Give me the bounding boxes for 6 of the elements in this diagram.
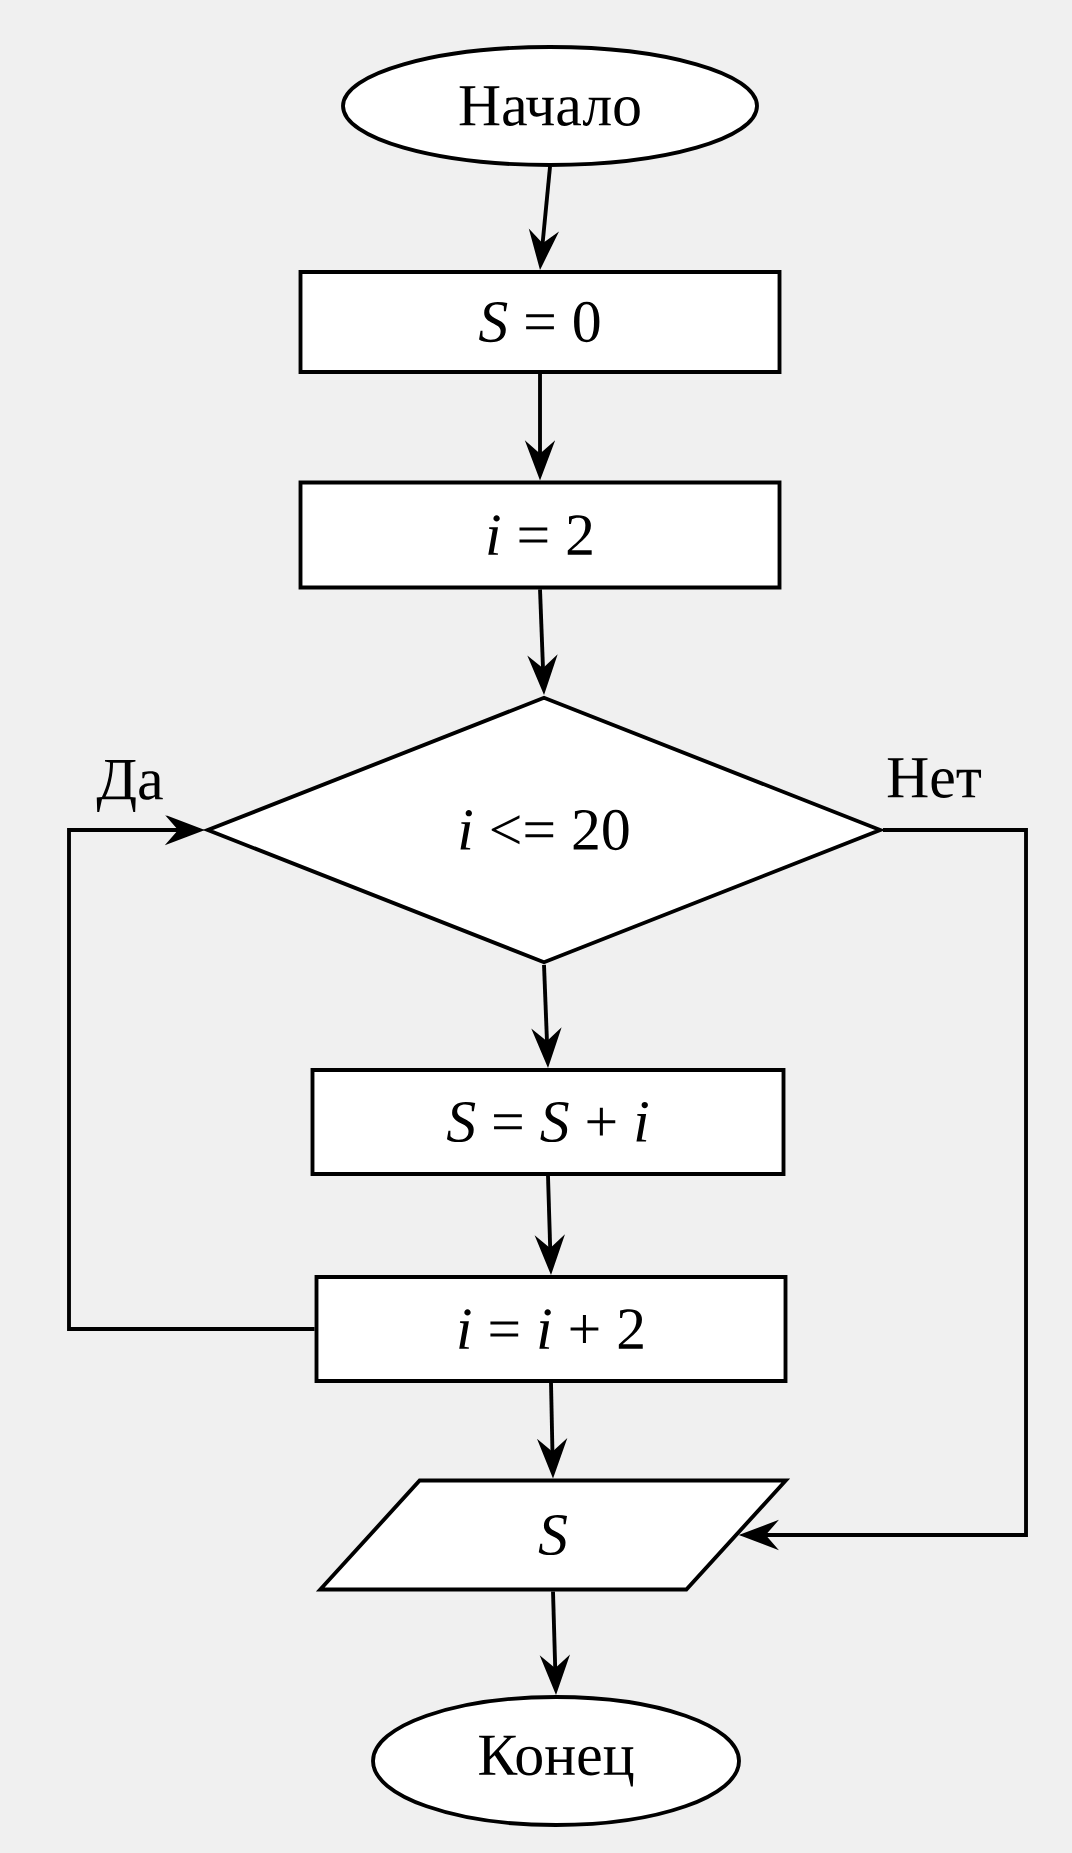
- edge-label: Да: [92, 756, 168, 816]
- arrow: [67, 814, 315, 1331]
- process-box: S = S + i: [310, 1068, 786, 1176]
- process-box: S = 0: [298, 270, 782, 374]
- process-box: i = i + 2: [314, 1275, 788, 1383]
- process-box: i = 2: [298, 480, 782, 590]
